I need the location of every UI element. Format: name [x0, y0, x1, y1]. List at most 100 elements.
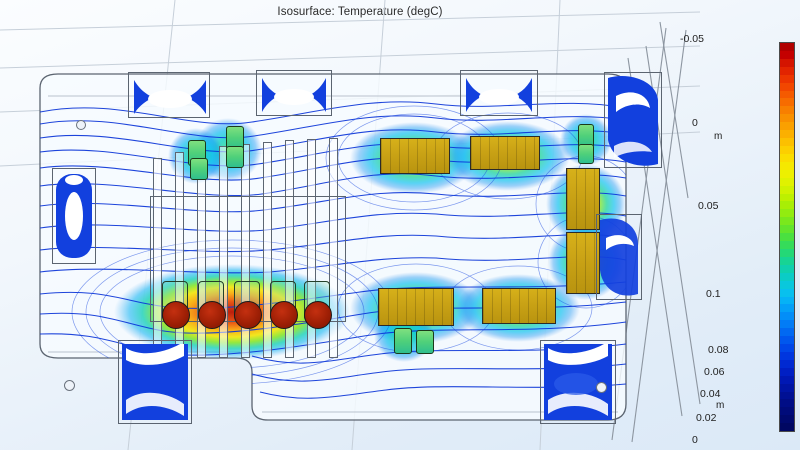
colorbar-segment	[780, 375, 794, 384]
colorbar-segment	[780, 209, 794, 218]
ic-package-lower-left[interactable]	[378, 288, 454, 326]
vertical-axis-tick-2: 0.04	[700, 388, 721, 400]
ic-package-upper-left[interactable]	[380, 138, 450, 174]
depth-axis-tick-1: 0	[692, 117, 698, 129]
colorbar-segment	[780, 264, 794, 273]
heatsink-fin	[285, 140, 294, 358]
colorbar-segment	[780, 114, 794, 123]
vertical-axis-tick-1: 0.06	[704, 366, 725, 378]
colorbar-segment	[780, 296, 794, 305]
colorbar-segment	[780, 138, 794, 146]
heatsink-fin	[307, 139, 316, 358]
capacitor-top	[162, 301, 190, 329]
heatsink-fin	[241, 144, 250, 358]
colorbar-segment	[780, 106, 794, 115]
colorbar-segment	[780, 43, 794, 51]
small-capacitor	[578, 144, 594, 164]
vertical-axis-tick-0: 0.08	[708, 344, 729, 356]
colorbar-segment	[780, 153, 794, 162]
connector-right-upper-frame[interactable]	[604, 72, 662, 168]
depth-axis-tick-3: 0.1	[706, 288, 721, 300]
vertical-axis-unit: m	[716, 400, 725, 411]
mounting-hole-bottom-left	[64, 380, 75, 391]
colorbar-segment	[780, 177, 794, 186]
mounting-hole-top-left	[76, 120, 86, 130]
connector-bottom-left-frame[interactable]	[118, 340, 192, 424]
small-capacitor	[190, 158, 208, 180]
colorbar-segment	[780, 304, 794, 313]
connector-right-lower-frame[interactable]	[596, 214, 642, 300]
colorbar-segment	[780, 359, 794, 368]
colorbar-segment	[780, 185, 794, 194]
colorbar-segment	[780, 272, 794, 281]
small-capacitor	[416, 330, 434, 354]
heatsink-fin	[329, 138, 338, 358]
colorbar-segment	[780, 50, 794, 59]
colorbar-segment	[780, 344, 794, 352]
colorbar-segment	[780, 336, 794, 345]
ic-package-upper-right[interactable]	[470, 136, 540, 170]
colorbar-segment	[780, 391, 794, 400]
depth-axis-tick-0: -0.05	[680, 33, 704, 45]
colorbar-segment	[780, 58, 794, 67]
colorbar-segment	[780, 145, 794, 154]
colorbar-segment	[780, 248, 794, 257]
connector-top-right-frame[interactable]	[460, 70, 538, 116]
colorbar-segment	[780, 130, 794, 139]
colorbar-segment	[780, 383, 794, 392]
colorbar-segment	[780, 66, 794, 75]
small-capacitor	[226, 146, 244, 168]
colorbar-segment	[780, 122, 794, 131]
small-capacitor	[394, 328, 412, 354]
colorbar-segment	[780, 407, 794, 416]
colorbar-segment	[780, 233, 794, 242]
mounting-hole-bottom-right	[596, 382, 607, 393]
capacitor-top	[234, 301, 262, 329]
connector-bottom-right-frame[interactable]	[540, 340, 616, 424]
colorbar-segment	[780, 256, 794, 265]
temperature-colorbar[interactable]	[779, 42, 795, 432]
colorbar-segment	[780, 312, 794, 321]
ic-package-right-lower[interactable]	[566, 232, 600, 294]
vertical-axis-tick-4: 0	[692, 434, 698, 446]
colorbar-segment	[780, 201, 794, 210]
colorbar-segment	[780, 217, 794, 226]
ic-package-lower-right[interactable]	[482, 288, 556, 324]
colorbar-segment	[780, 241, 794, 249]
colorbar-segment	[780, 74, 794, 83]
connector-top-left-frame[interactable]	[128, 72, 210, 118]
colorbar-segment	[780, 161, 794, 170]
colorbar-segment	[780, 82, 794, 91]
capacitor-top	[270, 301, 298, 329]
plot-title: Isosurface: Temperature (degC)	[277, 6, 443, 18]
colorbar-segment	[780, 98, 794, 107]
capacitor-top	[304, 301, 332, 329]
colorbar-segment	[780, 225, 794, 234]
vertical-axis-tick-3: 0.02	[696, 412, 717, 424]
colorbar-segment	[780, 399, 794, 408]
connector-left-edge-frame[interactable]	[52, 168, 96, 264]
capacitor-top	[198, 301, 226, 329]
colorbar-segment	[780, 193, 794, 202]
colorbar-segment	[780, 367, 794, 376]
colorbar-segment	[780, 423, 794, 431]
colorbar-segment	[780, 351, 794, 360]
colorbar-segment	[780, 328, 794, 337]
colorbar-segment	[780, 320, 794, 329]
depth-axis-tick-2: 0.05	[698, 200, 719, 212]
ic-package-right-upper[interactable]	[566, 168, 600, 230]
colorbar-segment	[780, 288, 794, 297]
heatsink-fin	[219, 146, 228, 358]
connector-top-mid-frame[interactable]	[256, 70, 332, 116]
colorbar-segment	[780, 280, 794, 289]
colorbar-segment	[780, 415, 794, 424]
